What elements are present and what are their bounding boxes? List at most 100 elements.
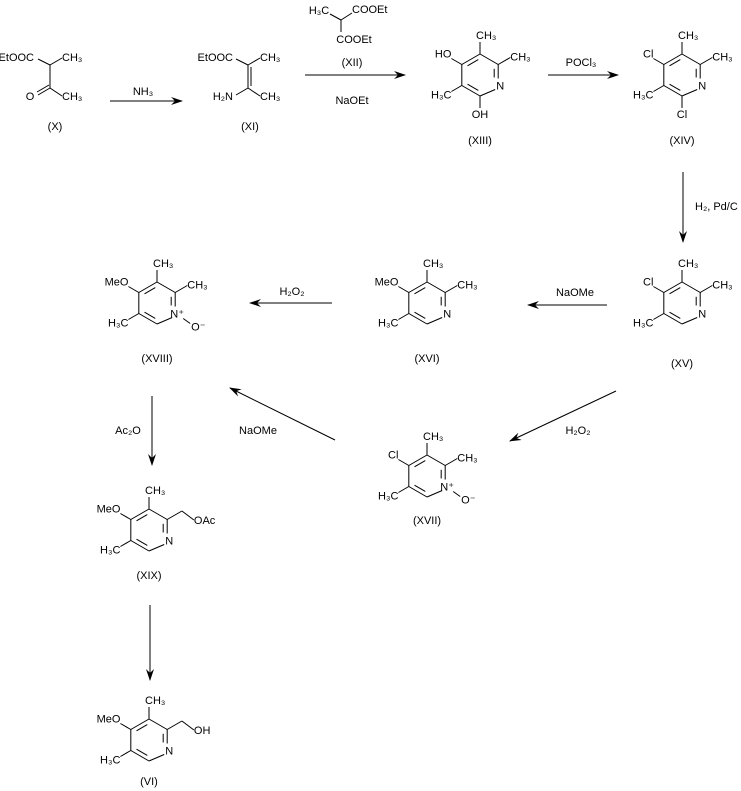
substituent-bond bbox=[120, 513, 132, 520]
double-bond-line bbox=[669, 311, 681, 319]
substituent-c4: MeO bbox=[105, 277, 129, 289]
substituent-c5: H₃C bbox=[378, 318, 398, 330]
substituent-c2: CH₃ bbox=[457, 280, 477, 292]
compound-id: (XI) bbox=[241, 121, 259, 133]
atom-label: EtOOC bbox=[198, 52, 234, 64]
reaction-arrow-1: NH₃ bbox=[110, 86, 183, 105]
ring-bond bbox=[408, 486, 428, 498]
substituent-c2: OH bbox=[194, 725, 211, 737]
double-bond-line bbox=[414, 311, 426, 319]
substituent-c3: CH₃ bbox=[423, 431, 443, 443]
substituent-bond bbox=[174, 285, 188, 293]
substituent-bond bbox=[653, 286, 665, 293]
double-bond-line bbox=[467, 83, 479, 91]
substituent-bond bbox=[181, 720, 195, 731]
substituent-c3: CH₃ bbox=[476, 30, 496, 42]
ring-bond bbox=[479, 89, 496, 97]
substituent-bond bbox=[128, 313, 140, 320]
ring-bond bbox=[461, 85, 481, 97]
ring-bond bbox=[138, 313, 158, 325]
ring-bond bbox=[663, 53, 683, 65]
reaction-arrow-3: POCl₃ bbox=[548, 57, 619, 79]
substituent-c4: MeO bbox=[97, 504, 121, 516]
atom-label: COOEt bbox=[352, 4, 387, 16]
substituent-bond bbox=[128, 286, 140, 293]
substituent-c3: CH₃ bbox=[678, 30, 698, 42]
ring-bond bbox=[663, 281, 683, 293]
compound-id: (XIV) bbox=[669, 135, 694, 147]
substituent-c4: Cl bbox=[643, 277, 653, 289]
atom-label: CH₃ bbox=[62, 91, 82, 103]
ring-bond bbox=[130, 540, 150, 552]
ring-bond bbox=[130, 508, 150, 520]
reagent-label: NaOMe bbox=[556, 287, 594, 299]
substituent-bond bbox=[181, 510, 195, 521]
substituent-bond bbox=[653, 313, 665, 320]
substituent-bond bbox=[120, 723, 132, 730]
atom-label: H₃C bbox=[309, 5, 329, 17]
substituent-c5: H₃C bbox=[108, 318, 128, 330]
ring-bond bbox=[148, 754, 165, 762]
substituent-bond bbox=[166, 510, 183, 520]
bond bbox=[37, 58, 51, 66]
substituent-c5: H₃C bbox=[100, 545, 120, 557]
double-bond-line bbox=[136, 538, 148, 546]
n-oxide-bond bbox=[452, 491, 461, 497]
ring-nitrogen: N bbox=[443, 309, 451, 321]
reagent-label: NaOEt bbox=[335, 95, 368, 107]
ring-nitrogen: N bbox=[165, 536, 173, 548]
double-bond-line bbox=[144, 311, 156, 319]
ring-bond bbox=[461, 53, 481, 65]
substituent-bond bbox=[451, 85, 463, 92]
arrow-line bbox=[509, 390, 617, 442]
ring-bond bbox=[138, 281, 158, 293]
compound-id: (XVII) bbox=[413, 515, 441, 527]
substituent-c2: CH₃ bbox=[187, 280, 207, 292]
substituent-c2: OAc bbox=[194, 515, 216, 527]
atom-label: COOEt bbox=[336, 34, 371, 46]
substituent-bond bbox=[398, 286, 410, 293]
substituent-c4: MeO bbox=[375, 277, 399, 289]
bond bbox=[49, 57, 63, 66]
reaction-arrow-9: Ac₂O bbox=[115, 396, 156, 466]
substituent-c3: CH₃ bbox=[423, 258, 443, 270]
bond bbox=[36, 84, 50, 93]
double-bond-line bbox=[136, 514, 148, 522]
reagent-label: NH₃ bbox=[133, 86, 153, 98]
substituent-c6: Cl bbox=[677, 109, 687, 121]
bond bbox=[235, 87, 249, 96]
reaction-arrow-7: H₂O₂ bbox=[509, 390, 617, 442]
ring-bond bbox=[681, 89, 698, 97]
compound-id: (XII) bbox=[342, 57, 363, 69]
reagent-label: H₂O₂ bbox=[279, 286, 304, 298]
ring-bond bbox=[148, 544, 165, 552]
ring-bond bbox=[663, 85, 683, 97]
ring-bond bbox=[479, 53, 499, 65]
substituent-bond bbox=[497, 57, 511, 65]
double-bond-line bbox=[414, 287, 426, 295]
ring-bond bbox=[426, 454, 446, 466]
ring-bond bbox=[681, 317, 698, 325]
substituent-c5: H₃C bbox=[633, 90, 653, 102]
arrow-line bbox=[229, 387, 336, 441]
substituent-c5: H₃C bbox=[378, 491, 398, 503]
ring-bond bbox=[408, 313, 428, 325]
compound-id: (XV) bbox=[671, 358, 693, 370]
reagent-label: Ac₂O bbox=[115, 425, 141, 437]
substituent-bond bbox=[398, 313, 410, 320]
ring-nitrogen: N bbox=[165, 746, 173, 758]
substituent-c6: OH bbox=[472, 109, 489, 121]
ring-bond bbox=[130, 750, 150, 762]
substituent-c4: MeO bbox=[97, 714, 121, 726]
substituent-bond bbox=[653, 85, 665, 92]
reagent-label: H₂O₂ bbox=[565, 425, 590, 437]
substituent-c3: CH₃ bbox=[145, 485, 165, 497]
